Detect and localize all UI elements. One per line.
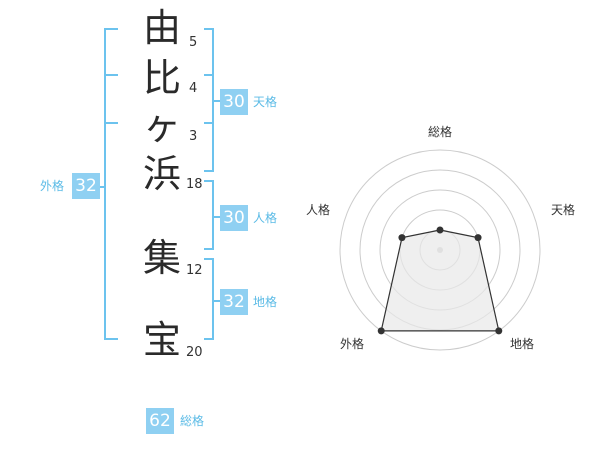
radar-grid-ring	[339, 149, 541, 351]
jinkaku-bracket	[204, 180, 214, 250]
soukaku-badge: 62	[146, 408, 174, 434]
name-char-6: 宝	[142, 318, 181, 362]
name-char-5: 集	[142, 236, 181, 280]
name-char-4: 浜	[142, 152, 181, 196]
radar-label-gaikaku: 外格	[340, 337, 365, 351]
chikaku-bracket	[204, 258, 214, 340]
chikaku-connector	[212, 300, 220, 302]
radar-point-4	[377, 327, 385, 335]
radar-label-tenkaku: 天格	[551, 203, 576, 217]
jinkaku-label: 人格	[253, 211, 278, 225]
name-char-1: 由	[142, 6, 181, 50]
stroke-count-2: 4	[189, 81, 198, 96]
gaikaku-bracket	[104, 28, 118, 340]
radar-value-polygon	[380, 229, 500, 332]
soukaku-label: 総格	[180, 414, 205, 428]
stroke-count-5: 12	[186, 263, 203, 278]
gaikaku-label: 外格	[40, 179, 65, 193]
tenkaku-label: 天格	[253, 95, 278, 109]
tenkaku-bracket-tick	[204, 74, 214, 76]
radar-point-1	[436, 226, 444, 234]
chikaku-badge: 32	[220, 289, 248, 315]
name-char-3: ヶ	[142, 104, 181, 148]
radar-label-chikaku: 地格	[510, 337, 535, 351]
jinkaku-connector	[212, 216, 220, 218]
stroke-count-1: 5	[189, 35, 198, 50]
gaikaku-badge: 32	[72, 173, 100, 199]
radar-label-soukaku: 総格	[428, 125, 453, 139]
radar-point-5	[398, 234, 406, 242]
radar-label-jinkaku: 人格	[306, 203, 331, 217]
stroke-count-3: 3	[189, 129, 198, 144]
chikaku-label: 地格	[253, 295, 278, 309]
tenkaku-badge: 30	[220, 89, 248, 115]
stroke-count-4: 18	[186, 177, 203, 192]
tenkaku-connector	[212, 100, 220, 102]
tenkaku-bracket-tick-2	[204, 122, 214, 124]
gaikaku-bracket-tick-1	[104, 74, 118, 76]
gaikaku-connector	[98, 186, 106, 188]
jinkaku-badge: 30	[220, 205, 248, 231]
radar-point-2	[474, 234, 482, 242]
radar-point-3	[495, 327, 503, 335]
name-char-2: 比	[142, 56, 181, 100]
stroke-count-6: 20	[186, 345, 203, 360]
gaikaku-bracket-tick-2	[104, 122, 118, 124]
